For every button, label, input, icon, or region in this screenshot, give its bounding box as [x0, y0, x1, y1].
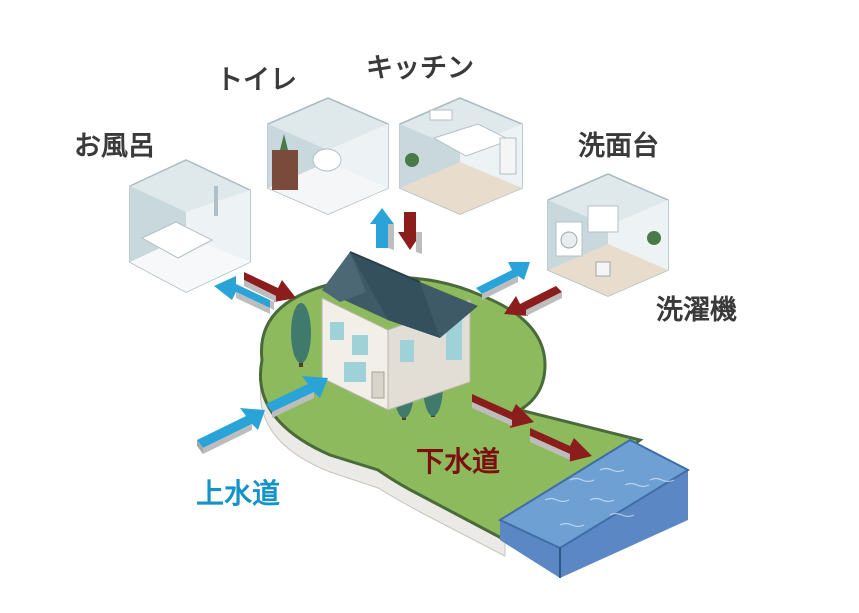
- drain-arrow-kitchen: [398, 212, 422, 254]
- room-bath: [130, 160, 250, 292]
- label-washer: 洗濯機: [656, 288, 737, 327]
- label-sewer: 下水道: [416, 440, 500, 480]
- drain-arrow-washer: [504, 286, 562, 316]
- supply-arrow-washbasin: [476, 262, 530, 300]
- label-bath: お風呂: [74, 124, 155, 163]
- house: [322, 252, 478, 410]
- supply-arrow-toilet: [370, 208, 394, 250]
- room-kitchen: [400, 98, 522, 214]
- label-washbasin: 洗面台: [578, 124, 659, 163]
- label-kitchen: キッチン: [366, 46, 474, 85]
- supply-arrow-1: [197, 408, 265, 454]
- room-toilet: [268, 98, 388, 214]
- label-water-supply: 上水道: [196, 472, 280, 512]
- label-toilet: トイレ: [216, 58, 297, 97]
- room-washbasin: [548, 174, 668, 296]
